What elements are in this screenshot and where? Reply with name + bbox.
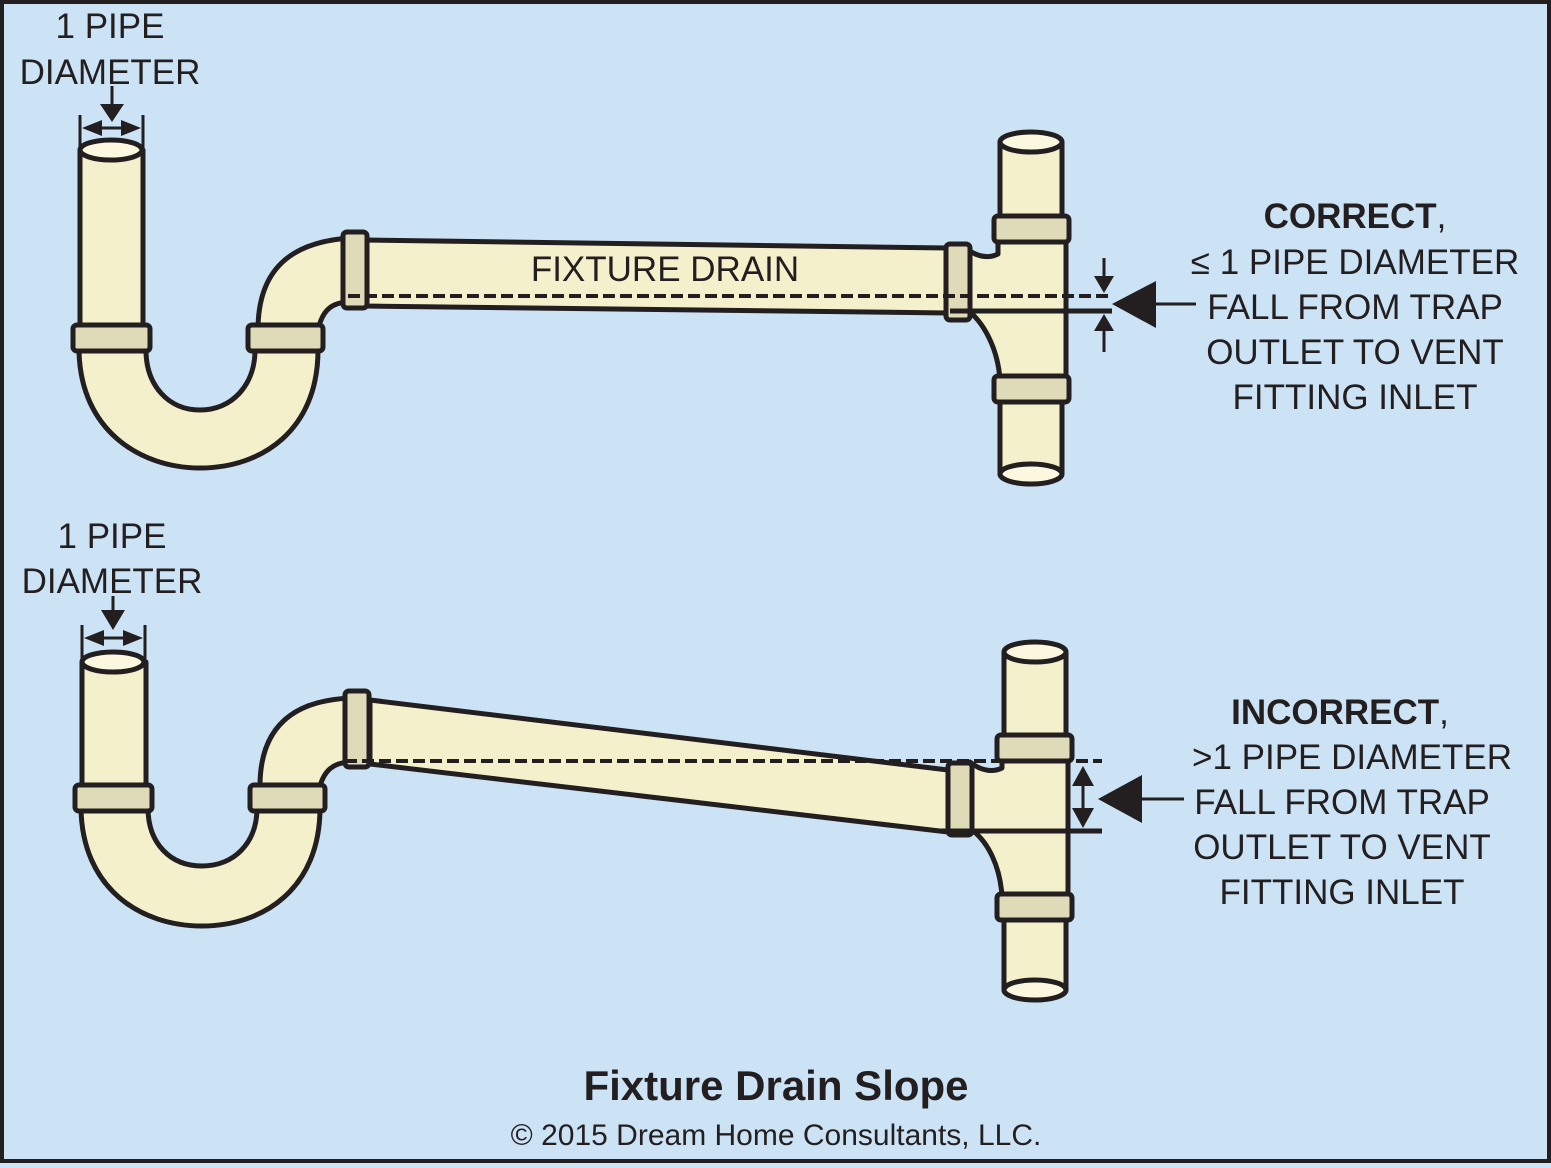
right-arrow-icon — [121, 120, 141, 136]
top-vent-tee — [943, 129, 1072, 487]
top-verdict: CORRECT, — [1264, 197, 1447, 236]
bottom-diameter-label-line2: DIAMETER — [22, 562, 203, 601]
verdict-punct: , — [1439, 693, 1449, 732]
top-note-line-4: FITTING INLET — [1233, 378, 1478, 417]
bottom-note-line-4: FITTING INLET — [1220, 873, 1465, 912]
top-diameter-dimension — [78, 86, 145, 150]
bottom-note-line-2: FALL FROM TRAP — [1194, 783, 1490, 822]
top-diameter-label-line2: DIAMETER — [20, 53, 201, 92]
verdict-correct: CORRECT — [1264, 197, 1437, 236]
bottom-note-line-3: OUTLET TO VENT — [1193, 828, 1491, 867]
bottom-fall-dimension — [1072, 766, 1094, 828]
verdict-incorrect: INCORRECT — [1231, 693, 1439, 732]
fixture-drain-label: FIXTURE DRAIN — [531, 250, 799, 289]
left-arrow-icon — [82, 120, 102, 136]
left-arrow-icon — [84, 630, 104, 646]
top-note-line-1: ≤ 1 PIPE DIAMETER — [1191, 243, 1519, 282]
verdict-punct: , — [1437, 197, 1447, 236]
up-arrow-icon — [1072, 766, 1094, 786]
down-arrow-icon — [1072, 808, 1094, 828]
top-diameter-label-line1: 1 PIPE — [56, 7, 165, 46]
diagram-title: Fixture Drain Slope — [583, 1062, 968, 1109]
callout-arrow-icon — [1098, 775, 1142, 823]
up-arrow-icon — [1094, 314, 1114, 331]
copyright-notice: © 2015 Dream Home Consultants, LLC. — [511, 1119, 1042, 1152]
top-note-line-2: FALL FROM TRAP — [1207, 288, 1503, 327]
bottom-vent-tee — [945, 639, 1075, 1003]
down-arrow-icon — [100, 104, 124, 122]
bottom-panel-incorrect: 1 PIPE DIAMETER — [22, 517, 1512, 1003]
callout-arrow-icon — [1112, 281, 1156, 328]
bottom-note-line-1: >1 PIPE DIAMETER — [1192, 738, 1512, 777]
down-arrow-icon — [1094, 276, 1114, 293]
top-callout-pointer — [1112, 281, 1196, 328]
bottom-diameter-label-line1: 1 PIPE — [58, 517, 167, 556]
down-arrow-icon — [101, 610, 125, 630]
right-arrow-icon — [123, 630, 143, 646]
top-note-line-3: OUTLET TO VENT — [1206, 333, 1504, 372]
bottom-verdict: INCORRECT, — [1231, 693, 1449, 732]
bottom-callout-pointer — [1098, 775, 1184, 823]
top-fall-dimension — [1094, 258, 1114, 352]
top-panel-correct: 1 PIPE DIAMETER FIXTURE DRAIN — [20, 7, 1519, 487]
bottom-p-trap — [72, 649, 355, 929]
bottom-diameter-dimension — [80, 596, 147, 660]
